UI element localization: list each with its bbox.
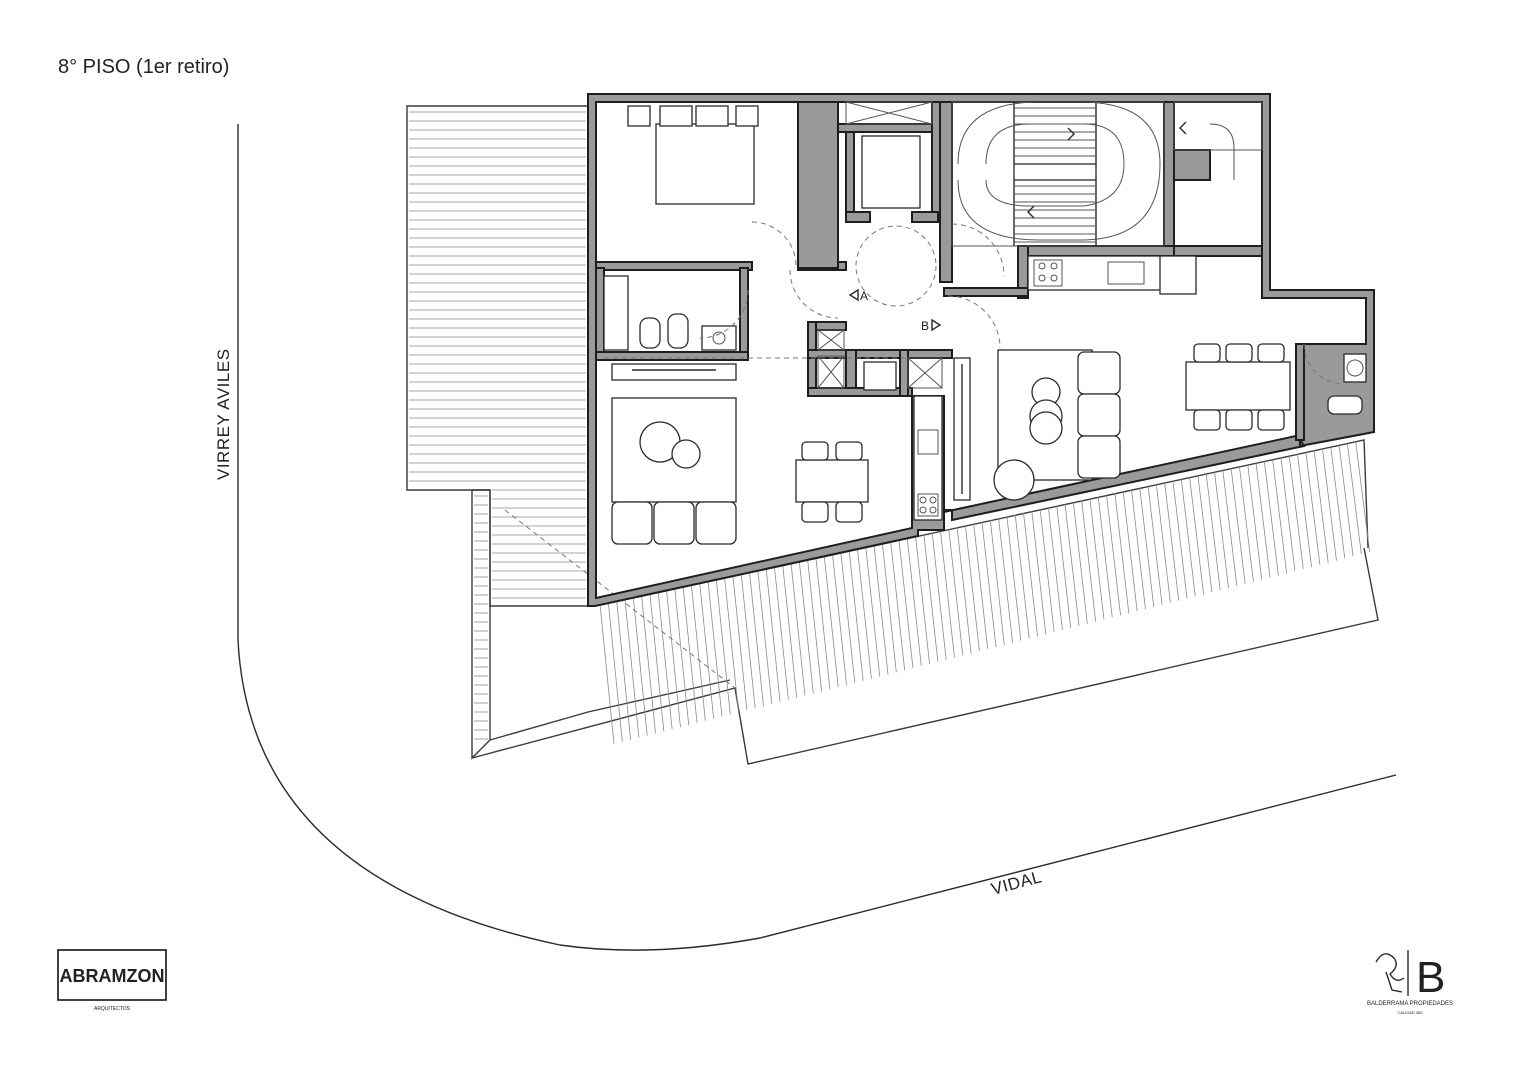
street-outline [237,124,1397,951]
street-label-virrey-aviles: VIRREY AVILES [214,348,233,480]
agency-logo: B BALDERRAMA PROPIEDADES CALIDAD 360 [1367,950,1453,1015]
living-right [993,349,1121,501]
powder-room [1327,353,1367,415]
kitchen [913,255,1197,521]
elevator-shaft [817,101,943,391]
doors [604,221,1345,385]
section-mark-b: B [921,319,929,333]
bathroom-fixtures [603,275,737,351]
page-title: 8° PISO (1er retiro) [58,56,229,78]
architect-logo: ABRAMZON ARQUITECTOS [57,949,167,1012]
agency-logo-letter: B [1416,953,1445,1002]
terrace-deck [406,105,1379,765]
architect-logo-name: ABRAMZON [60,966,165,986]
agency-logo-name: BALDERRAMA PROPIEDADES [1367,1001,1453,1007]
section-mark-a: A [860,289,868,303]
architect-logo-subtitle: ARQUITECTOS [94,1006,131,1012]
living-left [611,363,737,545]
staircase [951,101,1263,247]
section-marks: A B [848,288,942,333]
dining-left [795,441,869,523]
dining-right [1185,343,1291,431]
bedroom-bed [627,105,759,205]
agency-logo-subtitle: CALIDAD 360 [1397,1010,1423,1015]
